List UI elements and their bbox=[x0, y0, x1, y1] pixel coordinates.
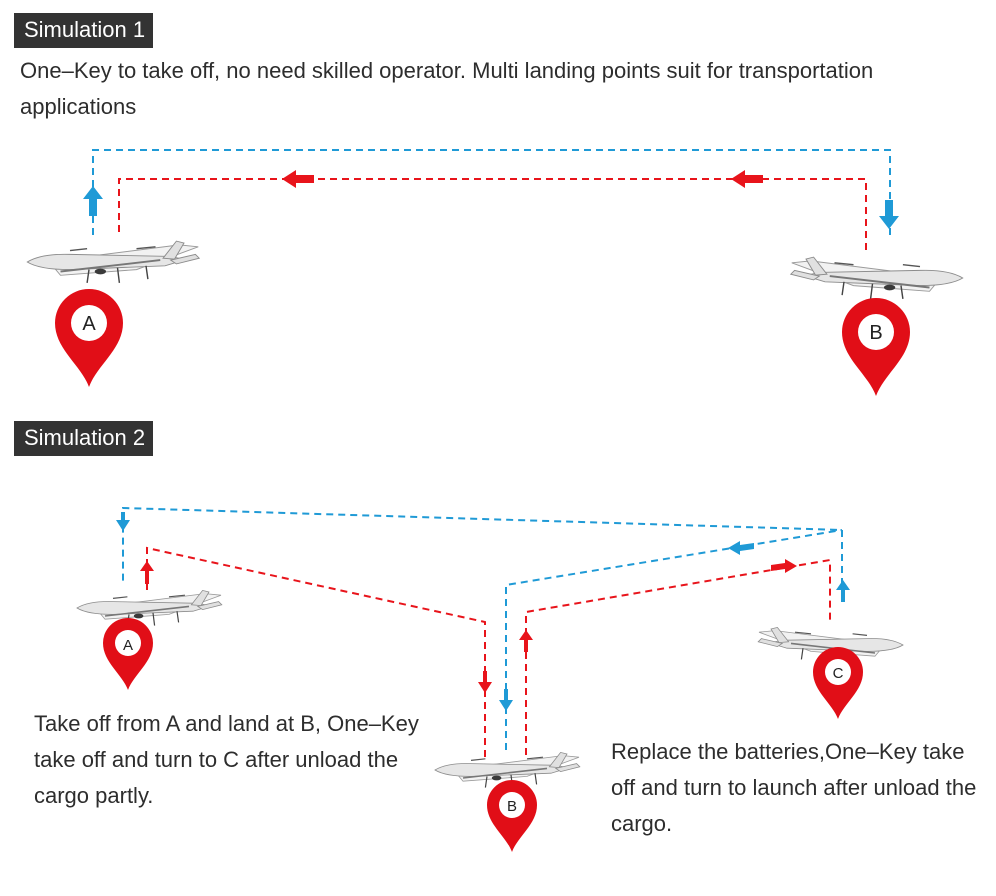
simulation-2-routes bbox=[116, 506, 850, 758]
arrow-left-icon bbox=[282, 170, 314, 188]
sim2-red-b-to-c-route bbox=[525, 558, 831, 755]
location-pin-icon: A bbox=[55, 289, 123, 387]
simulation-1-description: One–Key to take off, no need skilled ope… bbox=[20, 58, 874, 119]
arrow-right-icon bbox=[771, 559, 797, 573]
vtol-drone-icon bbox=[26, 240, 201, 284]
arrow-up-icon bbox=[836, 580, 850, 602]
arrow-left-icon bbox=[731, 170, 763, 188]
vtol-drone-icon bbox=[789, 256, 964, 300]
arrow-up-icon bbox=[519, 630, 533, 652]
arrow-up-icon bbox=[140, 561, 154, 584]
pin-label-a: A bbox=[82, 313, 96, 335]
simulation-2-note-left: Take off from A and land at B, One–Key t… bbox=[34, 711, 419, 808]
simulation-1-label: Simulation 1 bbox=[14, 13, 154, 48]
arrow-down-icon bbox=[879, 200, 899, 229]
simulation-2-label: Simulation 2 bbox=[14, 421, 154, 456]
location-pin-icon: B bbox=[842, 298, 910, 396]
vtol-drone-icon bbox=[76, 589, 223, 627]
location-pin-icon: B bbox=[487, 780, 537, 852]
simulation-2-note-right: Replace the batteries,One–Key take off a… bbox=[611, 739, 977, 836]
sim2-red-a-to-b-route bbox=[146, 546, 486, 758]
arrow-left-icon bbox=[728, 541, 754, 555]
sim2-blue-return-route bbox=[122, 506, 843, 585]
arrow-up-icon bbox=[83, 186, 103, 216]
location-pin-icon: C bbox=[813, 647, 863, 719]
simulation-1-routes bbox=[83, 149, 899, 250]
pin-label-a: A bbox=[123, 637, 133, 654]
pin-label-b: B bbox=[869, 322, 882, 344]
sim1-blue-route bbox=[92, 149, 891, 235]
pin-label-c: C bbox=[833, 665, 844, 682]
location-pin-icon: A bbox=[103, 618, 153, 690]
pin-label-b: B bbox=[507, 798, 517, 815]
sim1-red-route bbox=[118, 178, 867, 250]
arrow-down-icon bbox=[116, 512, 130, 531]
arrow-down-icon bbox=[478, 671, 492, 693]
arrow-down-icon bbox=[499, 689, 513, 711]
